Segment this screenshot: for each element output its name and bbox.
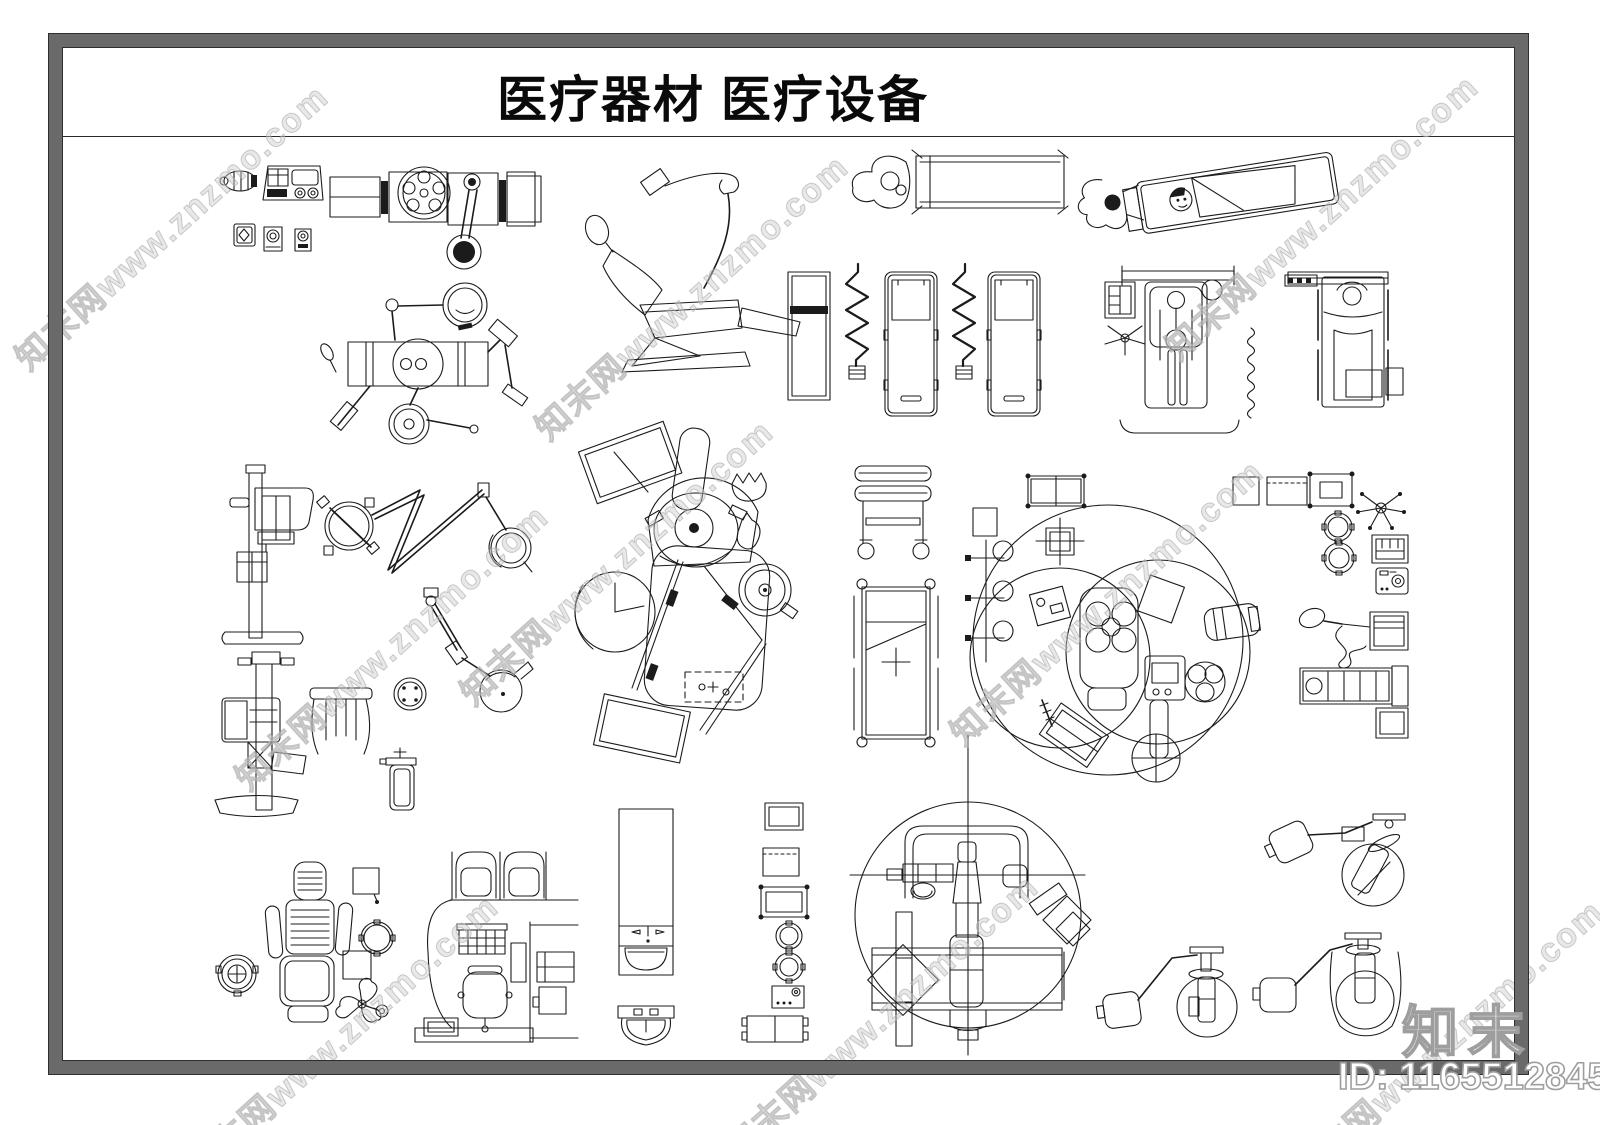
- sink-cabinet-icon: [618, 808, 674, 976]
- treatment-bed-top-left-icon: [883, 271, 939, 417]
- cephalometric-xray-icon: [214, 651, 373, 818]
- waiting-chairs-icon: [449, 851, 549, 901]
- control-panel-small-icon: [233, 223, 312, 252]
- operatory-circles-plan-icon: [965, 473, 1261, 783]
- page-title: 医疗器材 医疗设备: [497, 72, 929, 128]
- znzmo-logo: 知末: [1401, 1000, 1534, 1065]
- nurse-gurney-icon: [851, 149, 1069, 215]
- patient-pallet-top-icon: [1299, 665, 1409, 707]
- scissor-lift-right-icon: [951, 262, 977, 380]
- handpiece-stand-icon: [379, 747, 417, 811]
- dental-operatory-plan-icon: [574, 420, 799, 764]
- square-stool-icon: [342, 950, 372, 980]
- camera-unit-small-icon: [1375, 567, 1409, 595]
- propeller-stool-icon: [335, 977, 389, 1023]
- side-tables-column-icons: [741, 802, 810, 1043]
- tabletop-sterilizer-icon: [262, 165, 324, 201]
- ring-table-small-icon: [358, 919, 396, 957]
- scissor-lift-left-icon: [844, 262, 870, 380]
- patient-transfer-bed-icon: [1077, 152, 1340, 234]
- ceiling-light-2-icon: [1252, 932, 1402, 1037]
- ring-stool-large-icon: [215, 954, 259, 997]
- title-separator-line: [63, 136, 1527, 137]
- dental-handpiece-icon: [219, 170, 257, 192]
- square-side-table-icon: [1375, 707, 1409, 739]
- hospital-bed-top-icon: [853, 578, 939, 748]
- round-stools-right-icons: [1321, 510, 1357, 576]
- side-tables-right-icons: [1232, 471, 1355, 509]
- diamond-marker-icon: [1055, 911, 1091, 1001]
- sink-top-view-icon: [617, 1005, 675, 1046]
- dental-chair-top-icon: [264, 861, 354, 1023]
- treatment-bed-top-right-icon: [986, 271, 1042, 417]
- ceiling-light-3-icon: [1263, 813, 1406, 907]
- exam-lamp-cord-icon: [1298, 607, 1409, 669]
- utility-cart-icon: [854, 465, 932, 560]
- exam-room-plan-icon: [1104, 265, 1256, 434]
- item-id-stamp: ID: 1165512845: [1337, 1055, 1600, 1099]
- pin-board-icon: [352, 867, 380, 904]
- instrument-cabinet-icon: [787, 271, 831, 401]
- surgical-light-top-assembly-icon: [329, 166, 542, 270]
- dental-chair-side-icon: [584, 168, 801, 373]
- monitor-unit-small-icon: [1371, 534, 1409, 564]
- surgical-microscope-plan-icon: [849, 734, 1092, 1056]
- office-chair-star-icon: [1356, 492, 1406, 530]
- panoramic-xray-icon: [221, 464, 314, 645]
- ceiling-light-1-icon: [1095, 946, 1238, 1038]
- ring-light-scissor-icon: [316, 482, 533, 574]
- articulated-lamp-icon: [393, 587, 534, 713]
- hospital-bed-plan-icon: [1284, 271, 1404, 408]
- dental-delivery-unit-icon: [320, 282, 529, 445]
- reception-desk-icon: [414, 899, 579, 1043]
